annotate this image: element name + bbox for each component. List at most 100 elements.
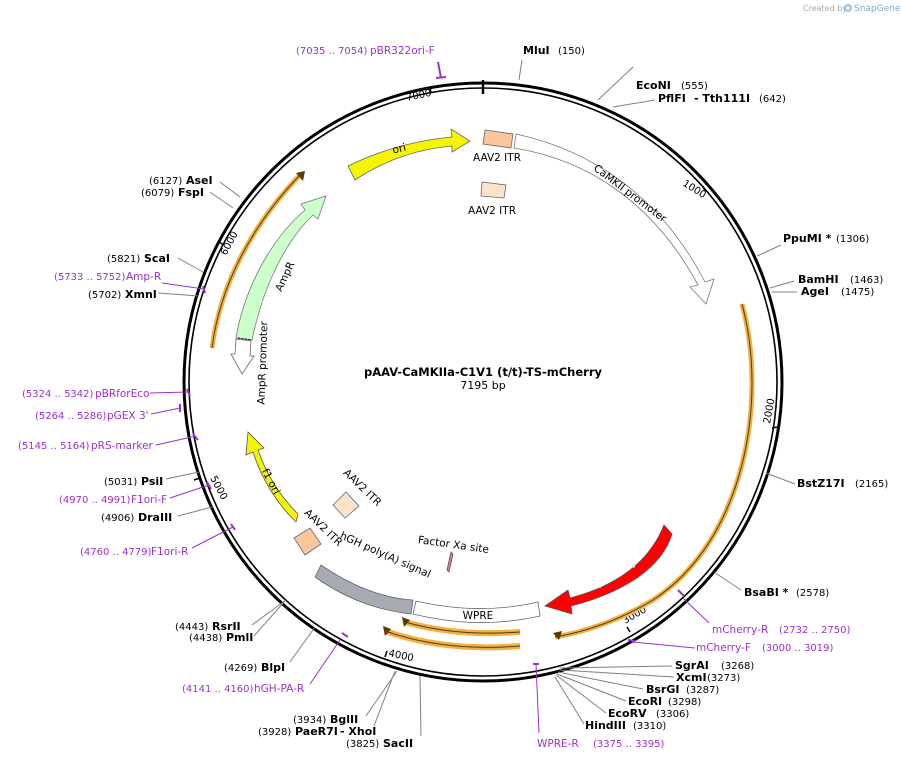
feature-ampr-promoter[interactable]: AmpR promoter <box>230 320 271 405</box>
feature-factor-xa[interactable]: Factor Xa site <box>417 534 490 573</box>
site-blpi-pos: (4269) <box>224 663 257 674</box>
site-scai-pos: (5821) <box>107 254 140 265</box>
site-ecorv-name[interactable]: EcoRV <box>608 707 647 720</box>
feature-itr-bottom2[interactable]: AAV2 ITR <box>332 467 384 519</box>
site-sacii-name[interactable]: SacII <box>383 737 413 750</box>
feature-itr-bottom[interactable]: AAV2 ITR <box>293 507 345 556</box>
itr-bottom-box <box>293 527 322 556</box>
site-paer7i-name[interactable]: PaeR7I <box>295 725 338 738</box>
site-asei-pos: (6127) <box>149 176 182 187</box>
site-bamhi-name[interactable]: BamHI <box>798 273 839 286</box>
tick-7000 <box>429 86 432 94</box>
site-fspi-name[interactable]: FspI <box>178 186 204 199</box>
primer-amp-r-pos: (5733 .. 5752) <box>54 272 126 283</box>
orf-small-2-core <box>384 630 521 648</box>
credit-brand: SnapGene <box>854 4 901 14</box>
site-asei-name[interactable]: AseI <box>186 174 213 187</box>
itr-bottom2-box <box>332 491 360 519</box>
site-bsrgi-pos: (3287) <box>686 685 719 696</box>
site-sgrai-name[interactable]: SgrAI <box>675 659 709 672</box>
primer-mark-hgh-pa-r <box>341 632 349 638</box>
feature-wpre[interactable]: WPRE <box>412 600 541 623</box>
site-ecori-pos: (3298) <box>668 697 701 708</box>
primer-pgex-name[interactable]: pGEX 3' <box>107 410 149 422</box>
site-psii-pos: (5031) <box>104 477 137 488</box>
f1-ori-arrow <box>245 431 299 523</box>
primer-wpre-r-name[interactable]: WPRE-R <box>537 738 579 750</box>
site-agei-name[interactable]: AgeI <box>801 285 829 298</box>
primer-mark-mcherry-r <box>677 589 685 597</box>
primer-pgex-pos: (5264 .. 5286) <box>35 411 107 422</box>
primer-pbrforeco-pos: (5324 .. 5342) <box>22 389 94 400</box>
site-psii-name[interactable]: PsiI <box>141 475 163 488</box>
site-bstz17i-pos: (2165) <box>855 479 888 490</box>
ori-arrow <box>347 128 471 181</box>
tick-6000 <box>218 241 225 246</box>
site-ppumi-name[interactable]: PpuMI * <box>783 232 832 245</box>
site-xcmi-name[interactable]: XcmI <box>676 671 707 684</box>
site-fspi-pos: (6079) <box>141 188 174 199</box>
site-econi-pos: (555) <box>681 81 708 92</box>
primer-mcherry-r-name[interactable]: mCherry-R <box>712 624 768 636</box>
primer-f1ori-r-name[interactable]: F1ori-R <box>151 546 188 558</box>
feature-itr-inner[interactable]: AAV2 ITR <box>468 181 516 217</box>
ampr-arrow <box>235 195 327 341</box>
site-ecori-name[interactable]: EcoRI <box>628 695 662 708</box>
site-econi-name[interactable]: EcoNI <box>636 79 671 92</box>
mcherry-arrow <box>544 524 673 615</box>
site-bglii-name[interactable]: BglII <box>330 713 358 726</box>
site-bsabi-name[interactable]: BsaBI * <box>744 586 789 599</box>
site-scai-name[interactable]: ScaI <box>144 252 170 265</box>
site-tth111i-pos: (642) <box>759 94 786 105</box>
primer-f1ori-r-pos: (4760 .. 4779) <box>80 547 152 558</box>
feature-ampr[interactable]: AmpR <box>235 195 327 341</box>
primer-mcherry-f-pos: (3000 .. 3019) <box>762 643 834 654</box>
tick-label-4000: 4000 <box>387 648 414 664</box>
site-ecorv-pos: (3306) <box>656 709 689 720</box>
site-bglii-pos: (3934) <box>293 715 326 726</box>
site-hindiii-name[interactable]: HindIII <box>585 719 626 732</box>
plasmid-title: pAAV-CaMKIIa-C1V1 (t/t)-TS-mCherry <box>364 365 603 379</box>
tick-2000 <box>771 426 779 429</box>
primer-pbr322ori-f-pos: (7035 .. 7054) <box>296 46 368 57</box>
site-tth111i-name[interactable]: - Tth111I <box>694 92 750 105</box>
site-bamhi-pos: (1463) <box>850 275 883 286</box>
site-bsrgi-name[interactable]: BsrGI <box>646 683 679 696</box>
site-xmni-name[interactable]: XmnI <box>125 288 157 301</box>
primer-leader-lines <box>149 282 710 734</box>
orf-c1v1-core <box>554 303 753 638</box>
feature-f1-ori[interactable]: f1 ori <box>245 431 299 523</box>
primer-mark-pbr322ori-f <box>435 61 447 79</box>
orf-c1v1 <box>554 303 755 640</box>
ori-label: ori <box>391 142 407 157</box>
ampr-promoter-label: AmpR promoter <box>256 320 271 404</box>
primer-pbr322ori-f-name[interactable]: pBR322ori-F <box>370 45 435 57</box>
primer-mcherry-f-name[interactable]: mCherry-F <box>696 642 751 654</box>
site-paer7i-pos: (3928) <box>258 727 291 738</box>
site-pmli-name[interactable]: PmlI <box>226 631 253 644</box>
primer-hgh-pa-r-name[interactable]: hGH-PA-R <box>254 683 304 695</box>
primer-amp-r-name[interactable]: Amp-R <box>126 271 161 283</box>
camkii-label: CaMKII promoter <box>591 162 669 225</box>
primer-wpre-r-pos: (3375 .. 3395) <box>593 739 665 750</box>
tick-label-2000: 2000 <box>762 398 777 425</box>
site-xhoi-name[interactable]: - XhoI <box>340 725 376 738</box>
site-blpi-name[interactable]: BlpI <box>261 661 285 674</box>
feature-ori[interactable]: ori <box>347 128 471 181</box>
site-leader-lines <box>157 59 797 737</box>
primer-f1ori-f-name[interactable]: F1ori-F <box>131 494 167 506</box>
primer-pbrforeco-name[interactable]: pBRforEco <box>95 388 149 400</box>
orf-ampr-core <box>211 174 301 349</box>
itr-inner-label: AAV2 ITR <box>468 205 516 217</box>
site-bstz17i-name[interactable]: BstZ17I <box>797 477 845 490</box>
site-pflfi-name[interactable]: PflFI <box>658 92 686 105</box>
orf-outlines <box>209 171 755 651</box>
site-rsrii-name[interactable]: RsrII <box>212 620 241 633</box>
site-draiii-name[interactable]: DraIII <box>138 511 172 524</box>
site-mlui-name[interactable]: MluI <box>523 44 550 57</box>
primer-mark-prs-marker <box>192 433 199 441</box>
primer-prs-marker-name[interactable]: pRS-marker <box>91 440 154 452</box>
feature-itr-top[interactable]: AAV2 ITR <box>473 129 521 164</box>
